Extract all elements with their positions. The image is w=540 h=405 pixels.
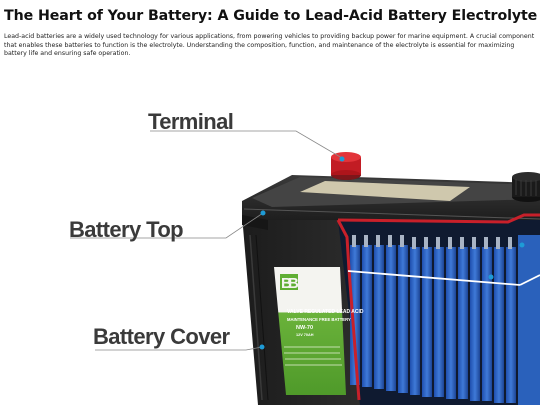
label-battery-top: Battery Top <box>69 217 184 242</box>
battery-cutaway <box>336 213 540 405</box>
sticker-line-2: MAINTENANCE FREE BATTERY <box>287 317 351 322</box>
terminal-black-post <box>512 172 540 202</box>
label-battery-cover: Battery Cover <box>93 324 230 349</box>
page-title: The Heart of Your Battery: A Guide to Le… <box>4 8 538 24</box>
battery-illustration: B B <box>70 130 540 405</box>
battery-figure: B B Terminal Battery Top Battery C <box>0 95 540 405</box>
sticker-spec: 12V 70AH <box>296 333 314 337</box>
intro-paragraph: Lead-acid batteries are a widely used te… <box>4 33 535 58</box>
label-terminal: Terminal <box>148 109 234 134</box>
callout-lines <box>70 130 343 351</box>
sticker-model: NW-70 <box>296 325 314 331</box>
svg-text:B: B <box>281 275 292 292</box>
terminal-red-cap <box>331 152 361 180</box>
battery-sticker: B B <box>274 267 346 395</box>
svg-text:B: B <box>288 275 299 292</box>
sticker-line-1: VALVE REGULATED LEAD ACID <box>287 309 364 315</box>
callout-dots <box>259 156 525 350</box>
